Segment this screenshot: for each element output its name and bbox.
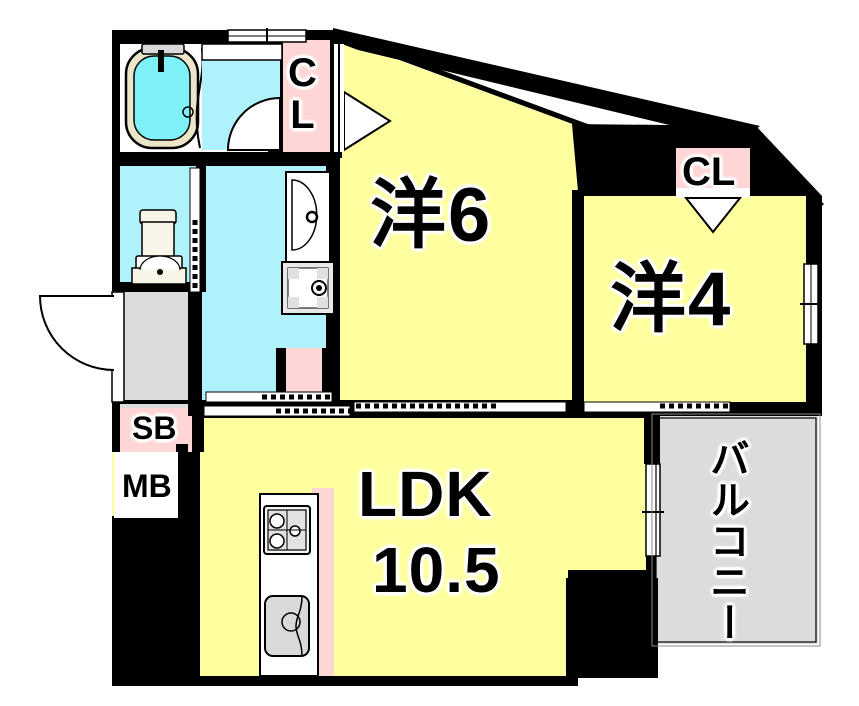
ldk-floor [112,410,656,676]
entrance-tile [120,290,196,408]
walls [112,28,824,686]
wall-toilet-right [196,166,206,292]
wall-diagonal-corner [736,128,824,218]
stove-burner-2 [269,533,285,549]
meter-box-outline [114,452,178,518]
stove-burner-3 [289,525,301,537]
wall-corridor-right [188,282,202,416]
wall-mb-right [176,444,188,528]
kitchen-icon [259,493,319,677]
closet-tl-jamb-line [338,44,340,152]
window-ldk-balcony [645,463,661,557]
yo4-repaint [584,196,806,402]
wall-ldk-notch [566,578,658,678]
balcony-rail [655,417,817,643]
door-washroom-bottom-frame [205,391,333,403]
balcony-outer-rail [651,413,821,647]
wall-bath-washroom [112,152,340,166]
wall-diagonal-upper [333,28,760,142]
bathtub-icon [124,43,200,150]
toilet-icon [131,209,187,285]
closet-top-left-floor [282,40,332,152]
wall-closet-corridor-left [276,348,286,414]
wash-basin-icon [285,171,331,263]
closet-tr-line [676,188,750,198]
wall-mb-bottom [112,516,188,528]
windows-and-openings [189,28,822,557]
washing-machine-pan-icon [281,261,335,315]
sliding-door-yo4-ldk-frame [583,401,731,413]
fixtures [38,43,821,677]
wall-sb-right [192,400,204,452]
entrance-door-icon[interactable] [38,291,125,403]
balcony-floor [652,414,818,644]
wall-entrance-left [112,282,202,292]
closet-tr-door-triangle [683,197,743,234]
bath-door-swing [226,96,281,151]
stove-burner-1 [269,513,285,529]
yo6-repaint [342,44,572,400]
bath-top-strip [201,43,283,61]
